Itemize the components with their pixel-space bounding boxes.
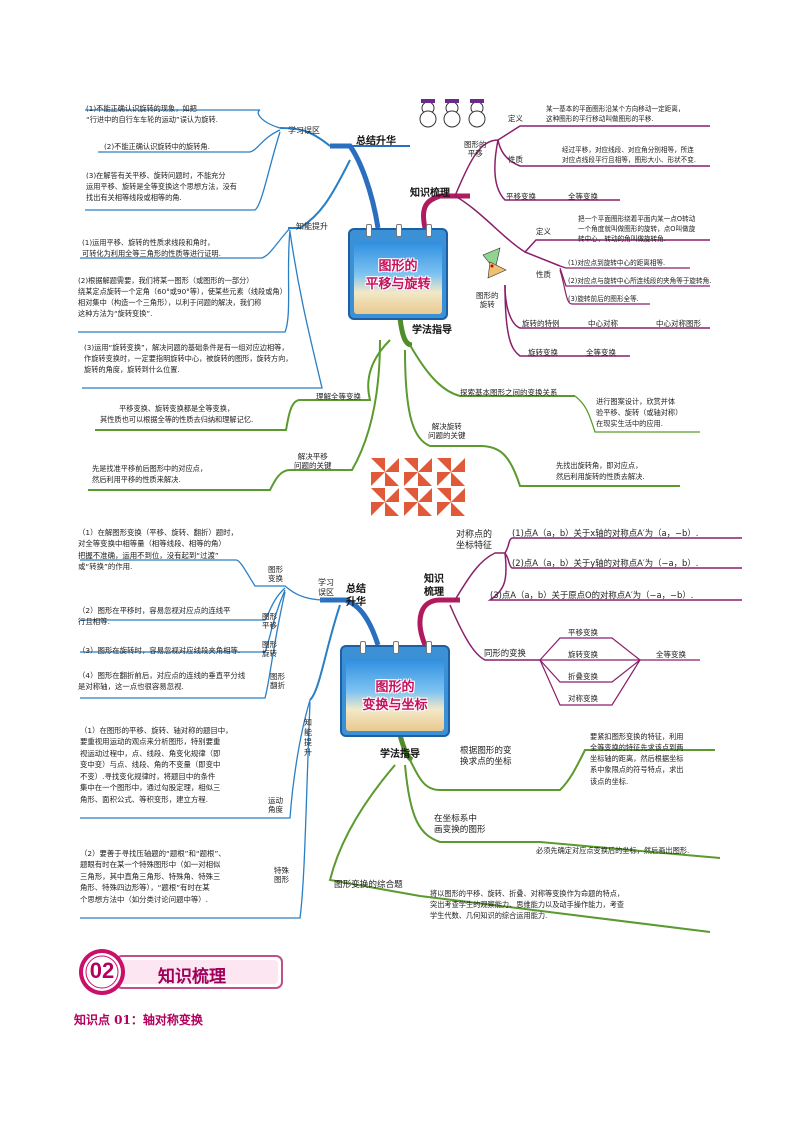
r-trans-label: 旋转变换 — [528, 348, 558, 357]
skill-1: （1）在图形的平移、旋转、轴对称的题目中， 要重视用运动的观点来分析图形，特别要… — [80, 726, 233, 804]
ability-3: (3)运用“旋转变换”，解决问题的基础条件是有一组对应边相等， 作旋转变换时，一… — [84, 343, 293, 375]
t-def-label: 定义 — [508, 114, 523, 123]
section-badge — [79, 949, 283, 995]
comp-text: 将以图形的平移、旋转、折叠、对称等变换作为命题的特点， 突出考查学生的观察能力、… — [430, 889, 625, 921]
draw-text: 必须先确定对应点变换后的坐标，然后画出图形. — [536, 846, 690, 855]
r-trans: 全等变换 — [586, 348, 616, 357]
transform-3: 折叠变换 — [568, 672, 598, 681]
branch-summary-label: 总结升华 — [356, 136, 396, 147]
misconception-2: (2)不能正确认识旋转中的旋转角. — [104, 142, 210, 151]
r-special: 中心对称 — [588, 319, 618, 328]
misconception2-label: 学习 误区 — [318, 578, 334, 597]
branch2-summary-label: 总结 升华 — [346, 584, 366, 608]
center-title-map2: 图形的 变换与坐标 — [362, 680, 428, 713]
ability-2: (2)根据解题需要，我们将某一图形（或图形的一部分） 绕某定点旋转一个定角（60… — [78, 276, 287, 319]
center-title-map1: 图形的 平移与旋转 — [365, 259, 431, 292]
t-trans-label: 平移变换 — [506, 192, 536, 201]
sym-3: (3)点A（a，b）关于原点O的对称点A′为（−a，−b）. — [490, 590, 694, 600]
translation-key-text: 先是找准平移前后图形中的对应点， 然后利用平移的性质来解决. — [92, 464, 208, 485]
r-prop-2: (2)对应点与旋转中心所连线段的夹角等于旋转角. — [568, 277, 712, 285]
caution-4: （4）图形在翻折前后，对应点的连线的垂直平分线 是对称轴，这一点也很容易忽视. — [78, 671, 246, 692]
sym-1: (1)点A（a，b）关于x轴的对称点A′为（a，−b）. — [512, 528, 699, 538]
sym-label: 对称点的 坐标特征 — [456, 530, 493, 552]
understand-text: 平移变换、旋转变换都是全等变换， 其性质也可以根据全等的性质去归纳和理解记忆. — [100, 404, 254, 425]
find-label: 根据图形的变 换求点的坐标 — [460, 746, 512, 767]
translation-key-label: 解决平移 问题的关键 — [294, 452, 332, 471]
c-label: 图形 变换 — [268, 565, 283, 584]
ability-1: (1)运用平移、旋转的性质求线段和角时， 可转化为利用全等三角形的性质等进行证明… — [82, 238, 221, 259]
center-node-map2: 图形的 变换与坐标 — [340, 641, 450, 737]
caution-3: （3）图形在旋转时，容易忽视对应线段夹角相等. — [78, 646, 241, 655]
translation-node: 图形的 平移 — [464, 140, 487, 159]
r-prop-1: (1)对应点到旋转中心的距离相等. — [568, 259, 666, 267]
f-label: 图形 翻折 — [270, 672, 285, 691]
caution-1: （1）在解图形变换（平移、旋转、翻折）题时， 对全等变换中相等量（相等线段、相等… — [78, 528, 238, 572]
t-trans: 全等变换 — [568, 192, 598, 201]
r-special-label: 旋转的特例 — [522, 319, 560, 328]
explore-label: 探索基本图形之间的变换关系 — [460, 388, 558, 397]
branch-method-label: 学法指导 — [412, 325, 452, 336]
transform-4: 对称变换 — [568, 694, 598, 703]
misconception-1: (1)不能正确认识旋转的现象，如把 “行进中的自行车车轮的运动”误认为旋转. — [86, 104, 218, 125]
r-def-label: 定义 — [536, 227, 551, 236]
explore-text: 进行图案设计，欣赏并体 验平移、旋转（或轴对称） 在现实生活中的应用. — [596, 397, 683, 429]
caution-2: （2）图形在平移时，容易忽视对应点的连线平 行且相等. — [78, 606, 231, 627]
misconception-label: 学习误区 — [288, 126, 320, 135]
find-text: 要紧扣图形变换的特征，利用 全等变换的特征先求该点到两 坐标轴的距离，然后根据坐… — [590, 732, 684, 786]
center-node-map1: 图形的 平移与旋转 — [348, 224, 448, 320]
ability2-label: 知 能 提 升 — [304, 718, 312, 757]
skill-2: （2）要善于寻找压轴题的“题根”和“题根”、 题眼有时在某一个特殊图形中（如一对… — [80, 849, 226, 904]
knowledge-point-title: 知识点 01：轴对称变换 — [74, 1013, 203, 1027]
branch-knowledge-label: 知识梳理 — [410, 188, 450, 199]
section-title: 知识梳理 — [158, 967, 226, 987]
special-label: 特殊 图形 — [274, 866, 289, 885]
section-number: 02 — [89, 958, 115, 983]
r-def: 把一个平面图形绕着平面内某一点O转动 一个角度就叫做图形的旋转，点O叫做旋 转中… — [578, 215, 696, 244]
rotation-key-label: 解决旋转 问题的关键 — [428, 422, 466, 441]
t-prop: 经过平移，对应线段、对应角分别相等，所连 对应点线段平行且相等，图形大小、形状不… — [562, 146, 696, 165]
branch2-method-label: 学法指导 — [380, 749, 420, 760]
t-def: 某一基本的平面图形沿某个方向移动一定距离， 这种图形的平行移动叫做图形的平移. — [546, 105, 685, 124]
rotation-key-text: 先找出旋转角，即对应点， 然后利用旋转的性质去解决. — [556, 461, 645, 482]
r-prop-label: 性质 — [536, 270, 551, 279]
move-label: 运动 角度 — [268, 796, 283, 815]
understand-label: 理解全等变换 — [316, 392, 361, 401]
comp-label: 图形变换的综合题 — [334, 880, 403, 890]
same-label: 同形的变换 — [484, 648, 526, 658]
t-prop-label: 性质 — [508, 155, 523, 164]
p-label: 图形 平移 — [262, 612, 277, 631]
misconception-3: (3)在解答有关平移、旋转问题时，不能充分 运用平移、旋转是全等变换这个思想方法… — [86, 171, 237, 203]
transform-2: 旋转变换 — [568, 650, 598, 659]
branch2-knowledge-label: 知识 梳理 — [424, 574, 444, 598]
transform-1: 平移变换 — [568, 628, 598, 637]
draw-label: 在坐标系中 画变换的图形 — [434, 814, 486, 835]
same-result: 全等变换 — [656, 650, 686, 659]
rotation-node: 图形的 旋转 — [476, 291, 499, 310]
r-special-2: 中心对称图形 — [656, 319, 701, 328]
ability-label: 知能提升 — [296, 222, 328, 231]
r-label: 图形 旋转 — [262, 640, 277, 659]
r-prop-3: (3)旋转前后的图形全等. — [568, 295, 639, 303]
sym-2: (2)点A（a，b）关于y轴的对称点A′为（−a，b）. — [512, 558, 699, 568]
